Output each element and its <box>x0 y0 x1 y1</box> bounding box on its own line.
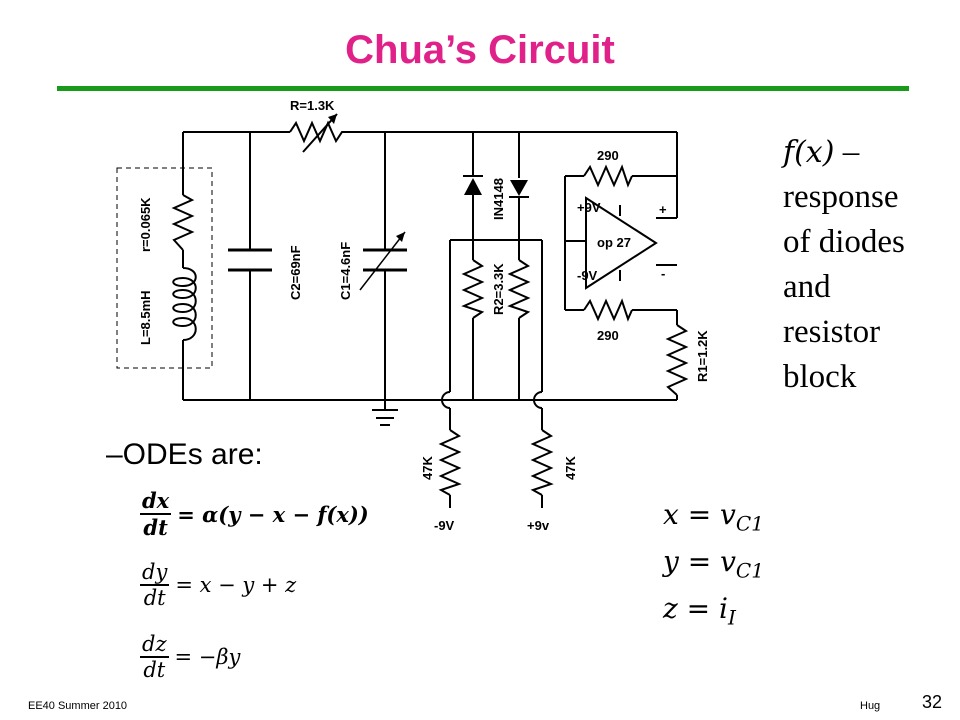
eq1-denominator: dt <box>143 515 168 540</box>
eq3-rhs: = −βy <box>174 645 241 669</box>
label-bias-left-supply: -9V <box>434 518 455 533</box>
eq3-numerator: dz <box>140 632 169 658</box>
label-r-small: r=0.065K <box>138 197 153 252</box>
fx-dash: – <box>834 134 860 170</box>
variable-capacitor-arrow <box>359 231 406 291</box>
definition-z: z = iI <box>663 592 736 630</box>
capacitors <box>228 248 407 272</box>
slide-title: Chua’s Circuit <box>345 28 615 72</box>
label-r2: R2=3.3K <box>491 263 506 315</box>
eq3-denominator: dt <box>143 658 166 682</box>
fx-line-4: resistor <box>783 314 881 350</box>
label-bias-right: 47K <box>563 456 578 480</box>
page-number: 32 <box>922 692 943 712</box>
odes-label: –ODEs are: <box>106 438 263 471</box>
label-bias-left: 47K <box>420 456 435 480</box>
circuit-wires <box>182 131 678 508</box>
resistors <box>171 113 689 496</box>
fx-description: f(x) – response of diodes and resistor b… <box>783 130 905 400</box>
footer-author: Hug <box>860 700 881 712</box>
footer-course: EE40 Summer 2010 <box>28 700 128 712</box>
fx-line-5: block <box>783 359 857 395</box>
eq1-rhs: = α(y − x − f(x)) <box>177 501 369 527</box>
label-opamp: op 27 <box>597 235 631 250</box>
label-minus-input: - <box>661 266 665 281</box>
definition-x: x = vC1 <box>663 498 764 536</box>
eq1-numerator: dx <box>140 488 172 515</box>
label-r1: R1=1.2K <box>695 330 710 382</box>
variable-resistor-arrow <box>328 114 337 124</box>
title-underline <box>57 86 909 91</box>
label-c1: C1=4.6nF <box>338 242 353 300</box>
inductor-coil <box>172 267 197 341</box>
label-supply-positive: +9V <box>577 200 601 215</box>
fx-symbol: f(x) <box>783 135 835 170</box>
eq2-rhs: = x − y + z <box>175 573 297 597</box>
inductor-dashed-box <box>116 167 213 369</box>
fx-line-3: and <box>783 269 831 305</box>
label-supply-negative: -9V <box>577 268 598 283</box>
label-plus-input: + <box>659 202 667 217</box>
definition-y: y = vC1 <box>663 545 764 583</box>
label-r: R=1.3K <box>290 98 335 113</box>
eq2-denominator: dt <box>143 586 166 610</box>
label-feedback-top: 290 <box>597 148 619 163</box>
label-c2: C2=69nF <box>288 245 303 300</box>
label-feedback-bottom: 290 <box>597 328 619 343</box>
label-bias-right-supply: +9v <box>527 518 550 533</box>
eq2-numerator: dy <box>140 560 170 586</box>
label-diode: IN4148 <box>491 178 506 220</box>
fx-line-1: response <box>783 179 899 215</box>
diodes <box>463 175 529 198</box>
label-inductor: L=8.5mH <box>138 290 153 345</box>
fx-line-2: of diodes <box>783 224 905 260</box>
